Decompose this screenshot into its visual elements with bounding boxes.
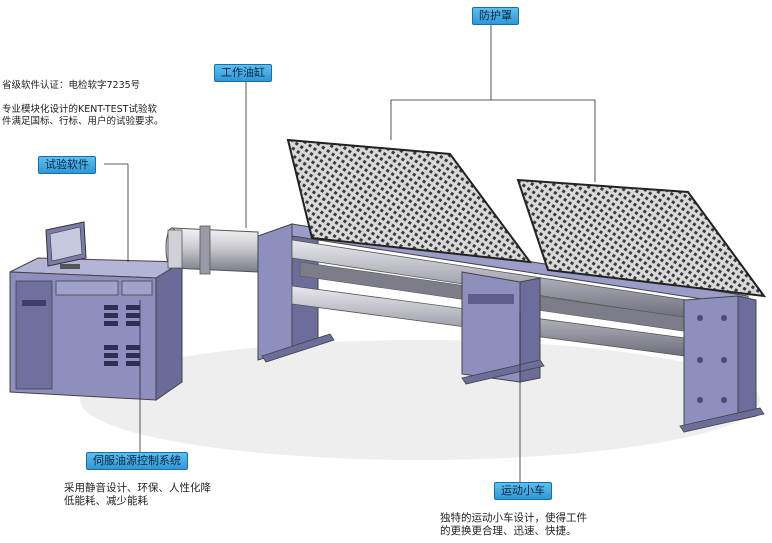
label-servo-system: 伺服油源控制系统	[86, 452, 188, 470]
note-software-desc-2: 件满足国标、行标、用户的试验要求。	[2, 116, 164, 127]
note-cart-desc-2: 的更换更合理、迅速、快捷。	[440, 525, 577, 537]
label-work-cylinder: 工作油缸	[214, 64, 272, 82]
moving-cart-body	[461, 271, 541, 383]
note-software-desc-1: 专业模块化设计的KENT-TEST试验软	[2, 104, 157, 115]
guard-cover-left	[286, 138, 533, 264]
label-moving-cart: 运动小车	[494, 482, 552, 500]
note-servo-desc-1: 采用静音设计、环保、人性化降	[64, 482, 211, 494]
note-software-cert: 省级软件认证：电检软字7235号	[2, 80, 141, 91]
floor-shadow	[80, 340, 760, 460]
leader-lines	[104, 24, 596, 482]
note-servo-desc-2: 低能耗、减少能耗	[64, 495, 148, 507]
note-cart-desc-1: 独特的运动小车设计，使得工件	[440, 512, 587, 524]
monitor	[45, 221, 87, 269]
hydraulic-cylinder	[165, 225, 259, 275]
guard-cover-right	[516, 178, 767, 298]
control-console	[9, 221, 184, 401]
label-guard-cover: 防护罩	[472, 7, 519, 25]
label-test-software: 试验软件	[38, 156, 96, 174]
